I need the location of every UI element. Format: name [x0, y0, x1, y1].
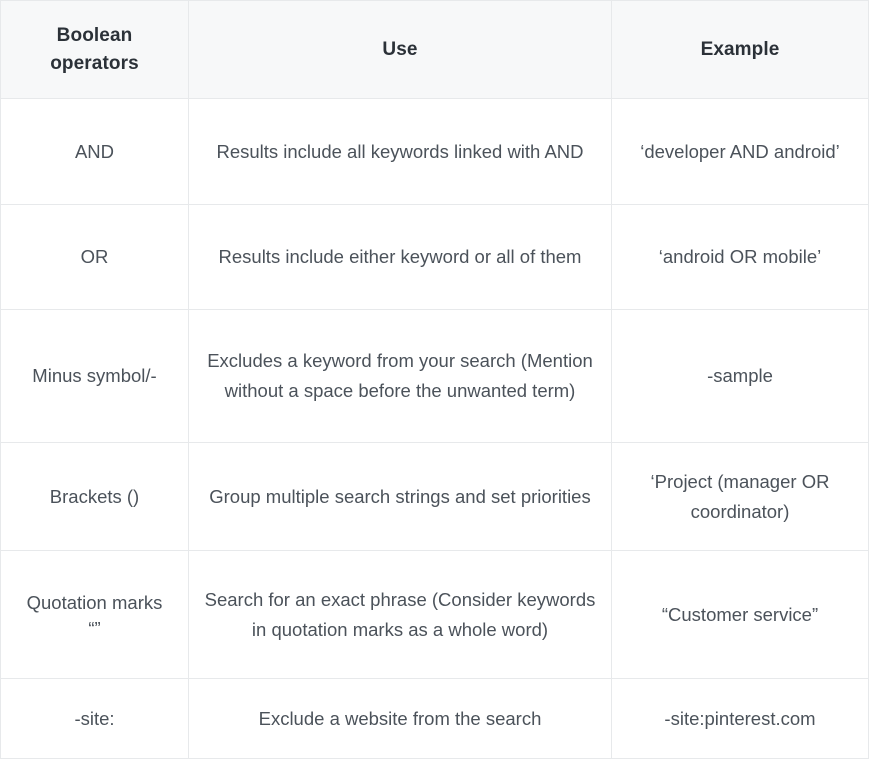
- cell-operator: Brackets (): [0, 443, 189, 551]
- cell-operator-main: Quotation marks: [26, 592, 163, 614]
- cell-operator: OR: [0, 205, 189, 310]
- cell-operator: AND: [0, 99, 189, 205]
- table-row: Quotation marks “” Search for an exact p…: [0, 551, 869, 679]
- cell-operator: Quotation marks “”: [0, 551, 189, 679]
- cell-example: -site:pinterest.com: [612, 679, 869, 759]
- cell-example: ‘android OR mobile’: [612, 205, 869, 310]
- cell-use: Group multiple search strings and set pr…: [189, 443, 612, 551]
- table-row: OR Results include either keyword or all…: [0, 205, 869, 310]
- column-header-example: Example: [612, 0, 869, 99]
- cell-operator: -site:: [0, 679, 189, 759]
- column-header-operator: Boolean operators: [0, 0, 189, 99]
- cell-example: “Customer service”: [612, 551, 869, 679]
- cell-use: Search for an exact phrase (Consider key…: [189, 551, 612, 679]
- cell-use: Results include either keyword or all of…: [189, 205, 612, 310]
- cell-example: ‘developer AND android’: [612, 99, 869, 205]
- cell-example: ‘Project (manager OR coordinator): [612, 443, 869, 551]
- cell-use: Results include all keywords linked with…: [189, 99, 612, 205]
- table-header: Boolean operators Use Example: [0, 0, 869, 99]
- table-row: -site: Exclude a website from the search…: [0, 679, 869, 759]
- cell-example: -sample: [612, 310, 869, 443]
- cell-use: Excludes a keyword from your search (Men…: [189, 310, 612, 443]
- table-header-row: Boolean operators Use Example: [0, 0, 869, 99]
- table-row: AND Results include all keywords linked …: [0, 99, 869, 205]
- cell-use: Exclude a website from the search: [189, 679, 612, 759]
- cell-operator: Minus symbol/-: [0, 310, 189, 443]
- cell-operator-sub: “”: [88, 618, 101, 640]
- table-row: Brackets () Group multiple search string…: [0, 443, 869, 551]
- table-row: Minus symbol/- Excludes a keyword from y…: [0, 310, 869, 443]
- table-body: AND Results include all keywords linked …: [0, 99, 869, 759]
- column-header-use: Use: [189, 0, 612, 99]
